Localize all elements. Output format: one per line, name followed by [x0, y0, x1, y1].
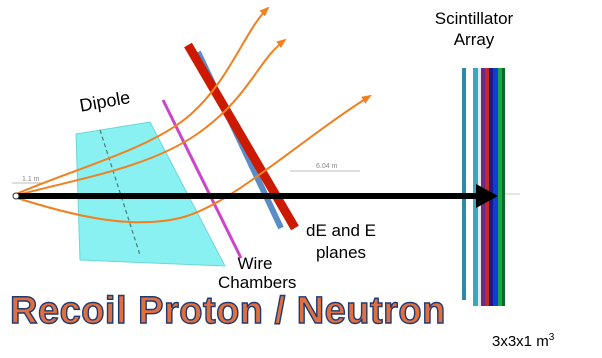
- de-e-label-line2: planes: [315, 243, 367, 262]
- de-e-planes-label: dE and E planes: [294, 220, 388, 264]
- dimension-text: 3x3x1 m: [492, 333, 549, 350]
- scintillator-label-line1: Scintillator: [434, 9, 514, 28]
- scintillator-bar: [462, 68, 466, 300]
- recoil-title: Recoil Proton / Neutron: [9, 289, 446, 332]
- scintillator-array: [462, 68, 505, 306]
- scintillator-bar: [481, 68, 485, 306]
- particle-tracks: [13, 6, 372, 224]
- scale-label-mid: 6.04 m: [316, 163, 338, 170]
- wire-chambers-label: Wire Chambers: [218, 254, 297, 292]
- scintillator-bar: [489, 68, 493, 306]
- scintillator-bar: [485, 68, 489, 306]
- track-arrow: [13, 94, 372, 224]
- de-e-plane: [184, 42, 299, 231]
- scintillator-bar: [498, 68, 502, 306]
- wire-label-line1: Wire: [237, 254, 273, 273]
- dimension-superscript: 3: [548, 332, 555, 343]
- de-e-label-line1: dE and E: [306, 221, 376, 240]
- scintillator-label: Scintillator Array: [430, 8, 518, 50]
- beam-arrowhead: [476, 184, 498, 208]
- track-arrow: [13, 38, 287, 197]
- wire-label-line2: Chambers: [218, 273, 297, 292]
- dipole-center-line: [99, 129, 141, 256]
- scintillator-bar: [473, 68, 478, 306]
- scale-label-left: 1.1 m: [22, 176, 40, 183]
- target-point: [12, 192, 20, 200]
- scintillator-bar: [502, 68, 505, 306]
- track-arrow: [13, 6, 270, 196]
- dimension-label: 3x3x1 m3: [492, 332, 554, 350]
- scintillator-bar: [493, 68, 498, 306]
- scintillator-label-line2: Array: [453, 30, 495, 49]
